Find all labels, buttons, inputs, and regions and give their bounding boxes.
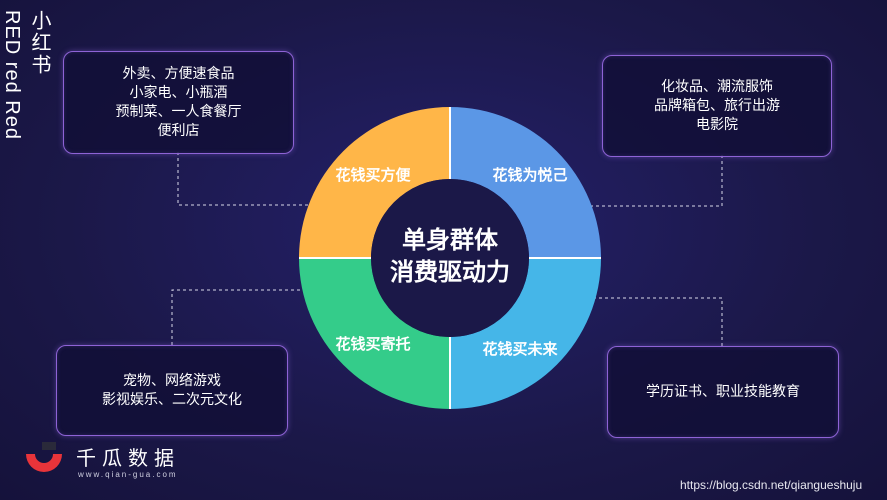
source-watermark: https://blog.csdn.net/qiangueshuju <box>680 478 863 492</box>
box-line: 影视娱乐、二次元文化 <box>102 391 242 408</box>
segment-label-future: 花钱买未来 <box>482 340 558 358</box>
category-box-self-pleasure: 化妆品、潮流服饰 品牌箱包、旅行出游 电影院 <box>602 55 832 157</box>
category-box-emotional-support: 宠物、网络游戏 影视娱乐、二次元文化 <box>56 345 288 436</box>
segment-dividers <box>299 107 601 409</box>
segment-self-pleasure <box>450 107 601 258</box>
box-line: 外卖、方便速食品 <box>122 65 235 82</box>
segment-label-emotional-support: 花钱买寄托 <box>335 335 410 353</box>
connector-top-left <box>177 152 322 206</box>
segment-label-self-pleasure: 花钱为悦己 <box>492 166 567 184</box>
segment-label-convenience: 花钱买方便 <box>335 166 411 184</box>
category-box-future: 学历证书、职业技能教育 <box>607 346 839 438</box>
box-line: 宠物、网络游戏 <box>123 372 221 389</box>
box-line: 电影院 <box>696 116 738 133</box>
box-line: 学历证书、职业技能教育 <box>646 383 800 400</box>
connector-top-right <box>566 155 723 207</box>
box-line: 品牌箱包、旅行出游 <box>654 97 780 114</box>
connector-bottom-left <box>171 289 320 345</box>
side-title: 小红书 RED red Red <box>1 6 52 156</box>
box-line: 便利店 <box>157 122 200 139</box>
connector-lines <box>171 152 723 346</box>
side-title-english: RED red Red <box>1 10 23 140</box>
center-circle <box>371 179 529 337</box>
brand-logo: 千瓜数据 www.qian-gua.com <box>22 440 222 490</box>
box-line: 预制菜、一人食餐厅 <box>115 103 242 120</box>
category-box-convenience: 外卖、方便速食品 小家电、小瓶酒 预制菜、一人食餐厅 便利店 <box>63 51 294 154</box>
brand-name: 千瓜数据 <box>76 446 180 470</box>
segment-future <box>450 258 601 409</box>
connector-bottom-right <box>565 297 723 346</box>
segment-emotional-support <box>299 258 450 409</box>
segment-convenience <box>299 107 450 258</box>
center-title-line1: 单身群体 <box>402 226 499 254</box>
center-title-line2: 消费驱动力 <box>390 258 510 286</box>
side-title-chinese: 小红书 <box>28 10 52 76</box>
qiangua-logo-icon <box>26 442 62 472</box>
box-line: 小家电、小瓶酒 <box>129 84 228 101</box>
box-line: 化妆品、潮流服饰 <box>661 78 773 95</box>
brand-url: www.qian-gua.com <box>78 470 178 479</box>
